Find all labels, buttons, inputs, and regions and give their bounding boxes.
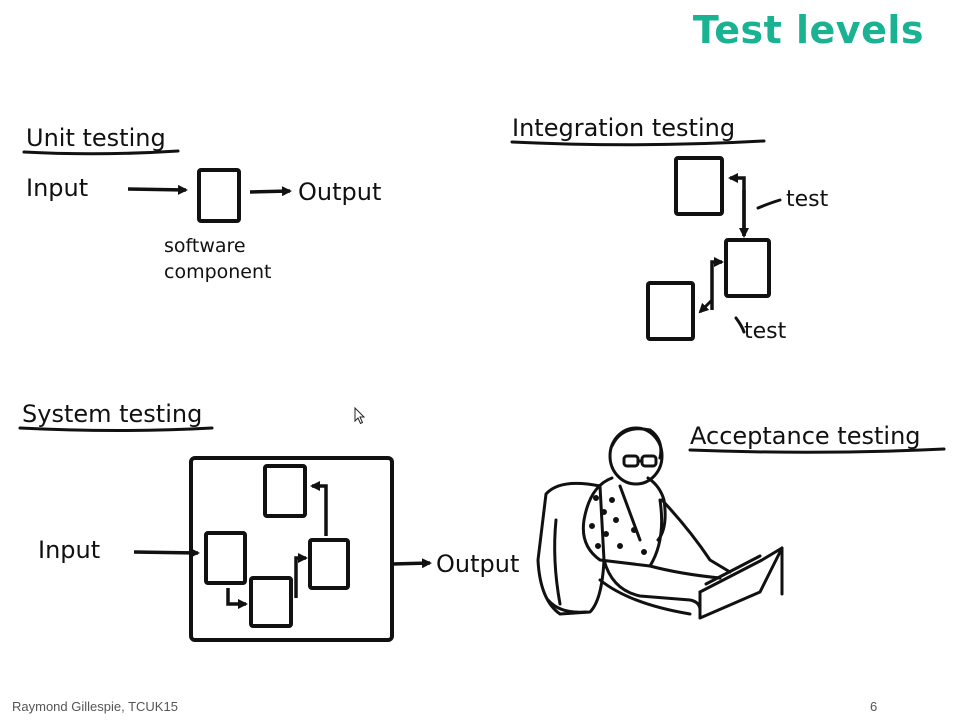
integration-testing-heading: Integration testing (512, 114, 735, 142)
system-box-bottom (249, 576, 293, 628)
mouse-cursor-icon (354, 407, 366, 425)
integration-connector-bottom (710, 257, 724, 310)
acceptance-testing-section: Acceptance testing (536, 422, 946, 620)
unit-testing-heading: Unit testing (26, 124, 166, 152)
system-connector-top-right (310, 481, 328, 536)
system-box-right (308, 538, 350, 590)
integration-box-top (674, 156, 724, 216)
unit-component-caption-line2: component (164, 261, 272, 283)
integration-heading-underline (510, 139, 766, 147)
system-output-label: Output (436, 550, 519, 578)
integration-testing-section: Integration testing test test (510, 114, 829, 344)
integration-connector-bottom-tail (698, 298, 714, 314)
unit-software-component-box (197, 168, 241, 223)
unit-output-label: Output (298, 178, 381, 206)
system-heading-underline (18, 426, 214, 432)
system-input-arrow (133, 547, 200, 558)
footer-author: Raymond Gillespie, TCUK15 (12, 699, 178, 714)
unit-input-label: Input (26, 174, 88, 202)
integration-test-pointer-top (756, 198, 782, 210)
integration-connector-top (728, 173, 746, 236)
unit-output-arrow (249, 186, 292, 197)
person-at-computer-illustration (536, 426, 784, 620)
integration-test-pointer-bottom (734, 316, 746, 334)
unit-testing-section: Unit testing Input Output software compo… (22, 124, 381, 283)
acceptance-heading-underline (688, 447, 946, 454)
integration-box-middle (724, 238, 771, 298)
integration-box-bottom (646, 281, 695, 341)
system-box-left (204, 531, 247, 585)
unit-heading-underline (22, 149, 180, 156)
system-box-top (263, 464, 307, 518)
system-connector-left-bottom (226, 588, 248, 609)
page-number: 6 (870, 699, 878, 714)
system-testing-section: System testing Input Output (18, 400, 519, 642)
system-connector-bottom-right (294, 553, 308, 598)
integration-test-label-bottom: test (744, 319, 787, 344)
system-testing-heading: System testing (22, 400, 202, 428)
unit-component-caption-line1: software (164, 235, 246, 257)
system-input-label: Input (38, 536, 100, 564)
unit-input-arrow (127, 184, 188, 195)
slide-title: Test levels (692, 8, 924, 52)
integration-test-label-top: test (786, 187, 829, 212)
acceptance-testing-heading: Acceptance testing (690, 422, 921, 450)
system-output-arrow (391, 558, 432, 569)
